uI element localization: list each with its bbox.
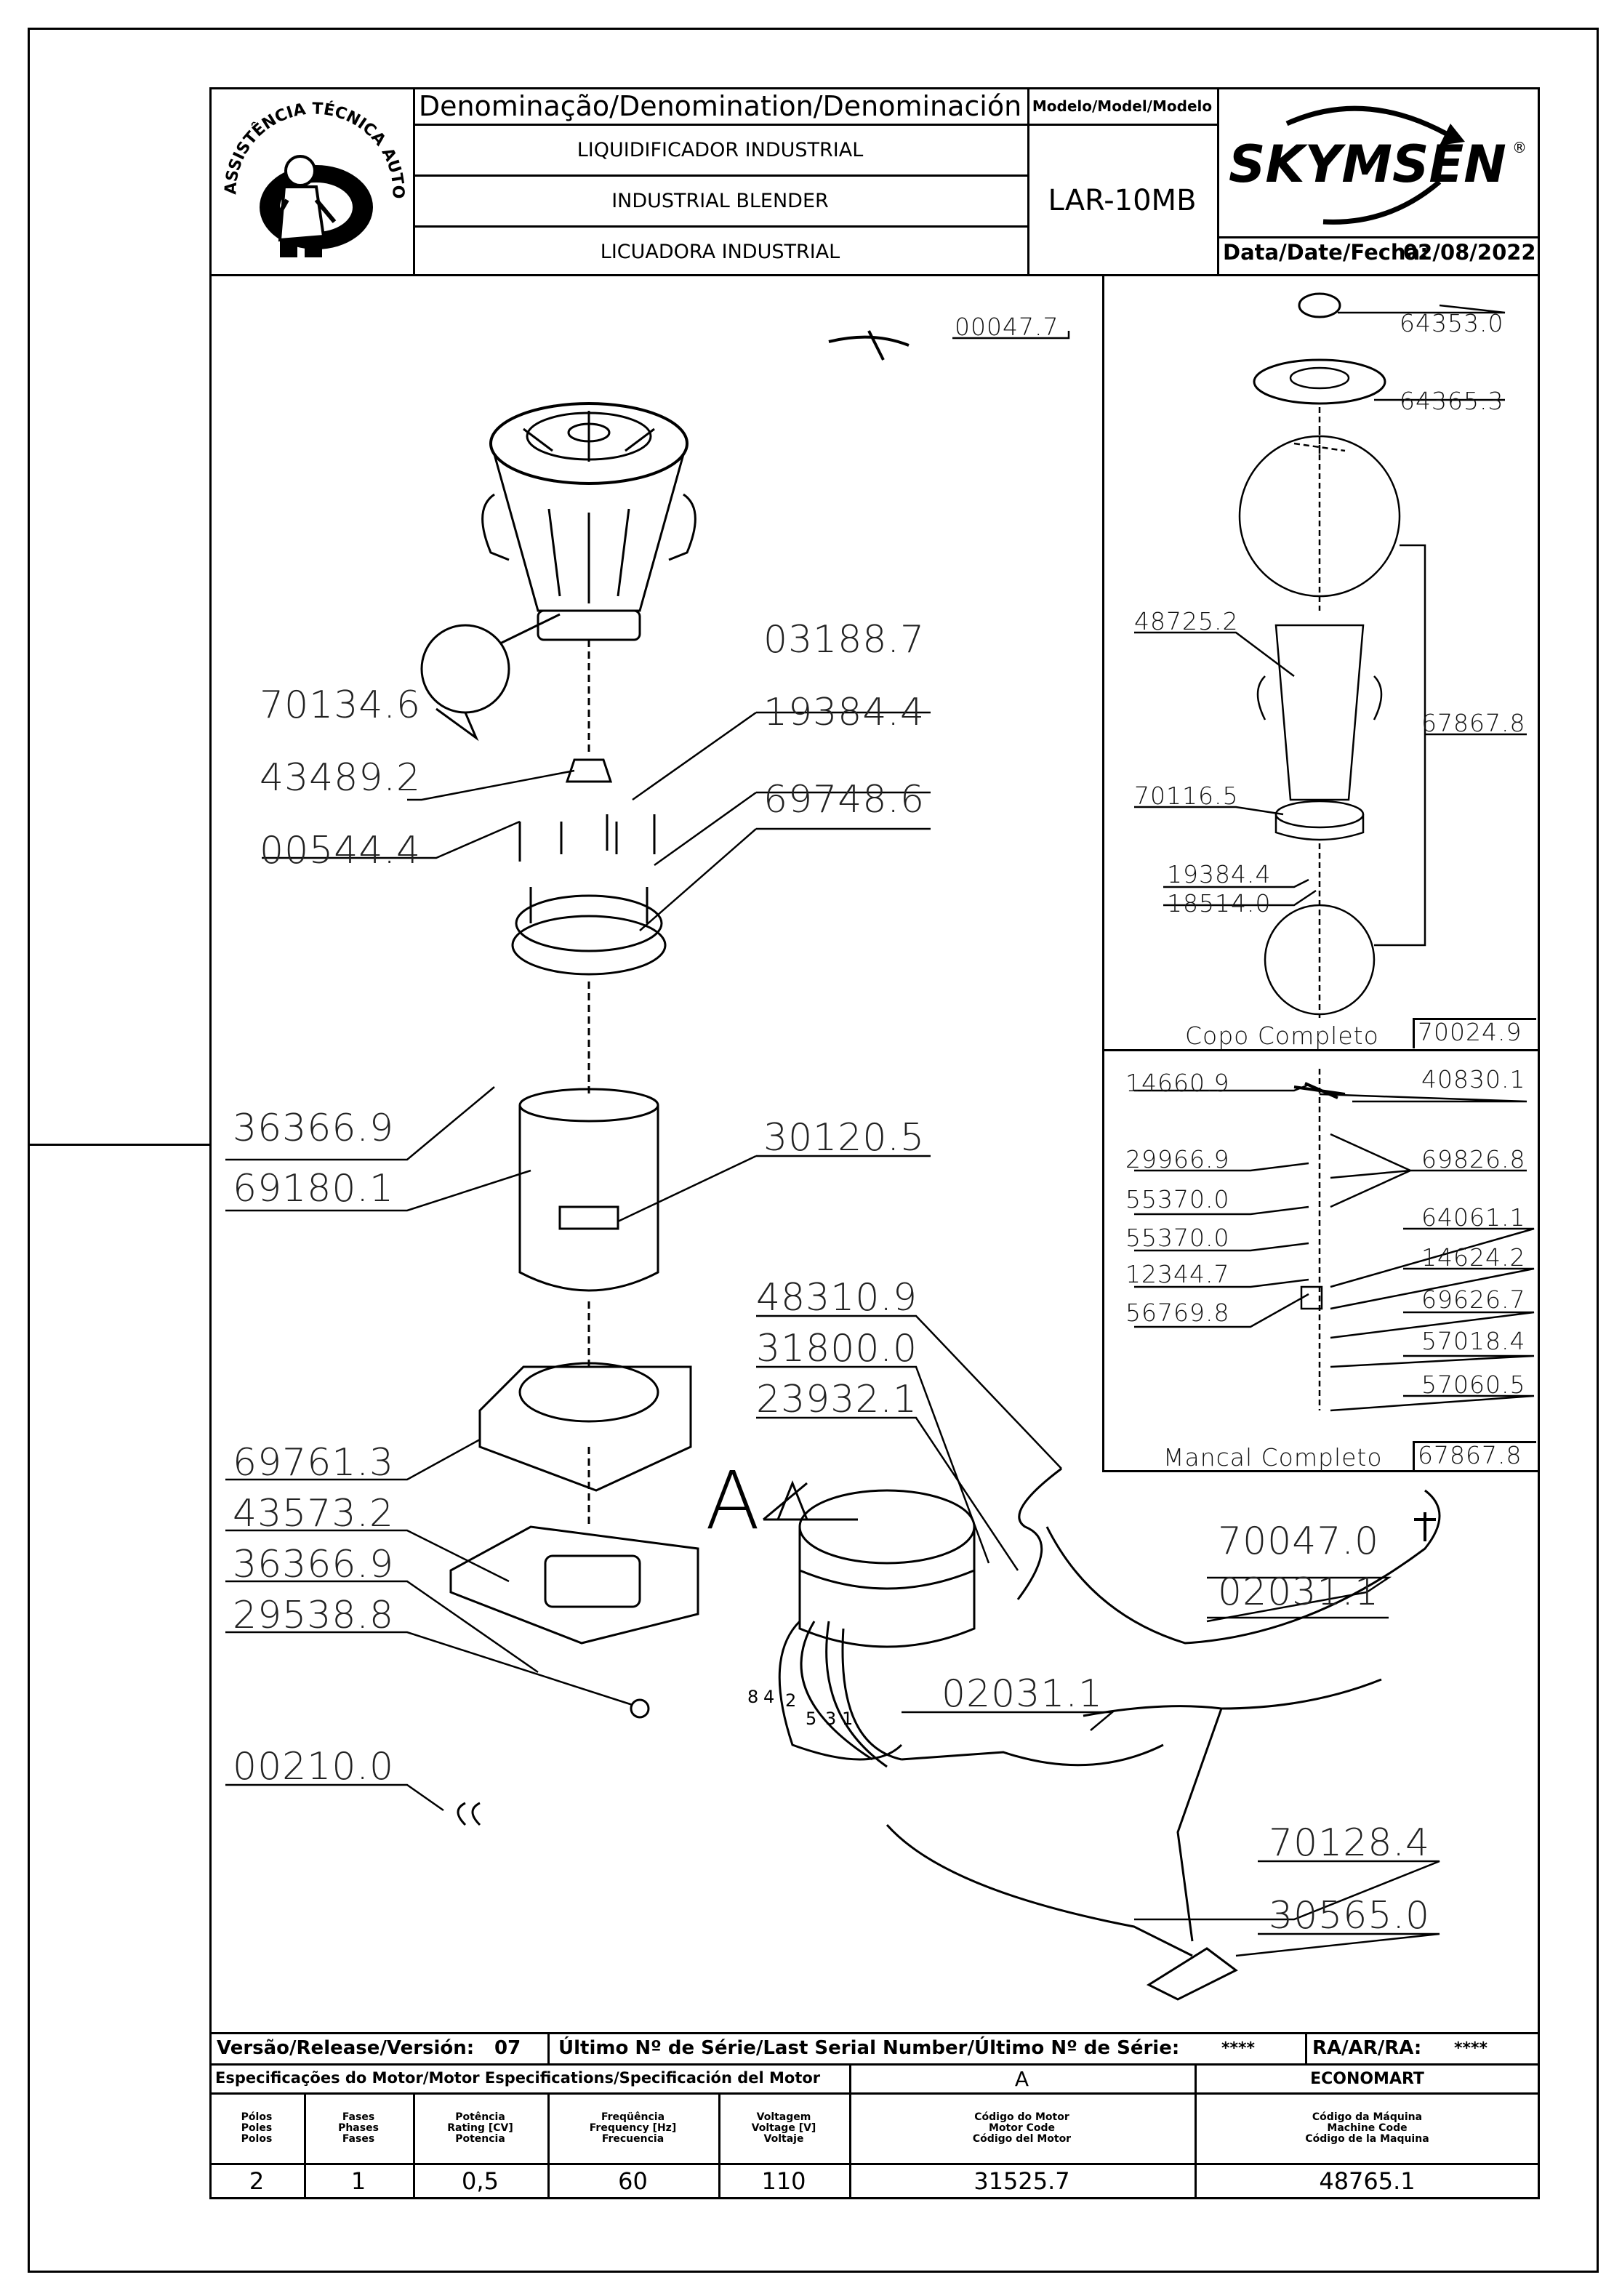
label-70116-5: 70116.5: [1134, 782, 1239, 810]
label-03188-7: 03188.7: [763, 618, 926, 662]
col-poles-label: Pólos Poles Polos: [241, 2111, 273, 2145]
technical-assistance-logo: ASSISTÊNCIA TÉCNICA AUTORIZADA: [214, 91, 411, 273]
label-70047-0: 70047.0: [1218, 1520, 1380, 1563]
cup-assembly-title: Copo Completo: [1185, 1021, 1379, 1050]
margin-tick-line: [28, 1144, 209, 1146]
col-voltage-label: Voltagem Voltage [V] Voltaje: [751, 2111, 816, 2145]
wire-number-3: 3: [825, 1709, 837, 1729]
label-69761-3: 69761.3: [233, 1441, 395, 1485]
col-voltage-value: 110: [761, 2167, 806, 2195]
col-machine-code-label: Código da Máquina Machine Code Código de…: [1305, 2111, 1429, 2145]
label-00544-4: 00544.4: [260, 829, 422, 872]
label-55370-0-b: 55370.0: [1125, 1224, 1230, 1252]
col-frequency-label: Freqüência Frequency [Hz] Frecuencia: [589, 2111, 677, 2145]
brand-name: SKYMSEN: [1229, 135, 1506, 194]
label-70128-4: 70128.4: [1269, 1821, 1431, 1865]
wire-number-8: 8: [747, 1687, 759, 1707]
label-30565-0: 30565.0: [1269, 1894, 1431, 1938]
col-motor-code-value: 31525.7: [973, 2167, 1070, 2195]
col-rating-value: 0,5: [462, 2167, 499, 2195]
label-14624-2: 14624.2: [1421, 1243, 1526, 1272]
motor-letter-cell: A: [1014, 2066, 1029, 2091]
label-43489-2: 43489.2: [260, 756, 422, 800]
label-23932-1: 23932.1: [756, 1378, 918, 1421]
col-machine-code-value: 48765.1: [1319, 2167, 1416, 2195]
ra-value: ****: [1454, 2039, 1488, 2058]
drawing-frame-right: [1538, 276, 1540, 2032]
name-es: LICUADORA INDUSTRIAL: [600, 240, 840, 263]
label-02031-1-b: 02031.1: [942, 1672, 1104, 1716]
date-value: 02/08/2022: [1403, 240, 1536, 265]
label-02031-1-a: 02031.1: [1218, 1570, 1380, 1614]
label-56769-8: 56769.8: [1125, 1298, 1230, 1327]
wire-number-5: 5: [806, 1709, 817, 1729]
label-43573-2: 43573.2: [233, 1492, 395, 1536]
label-48310-9: 48310.9: [756, 1276, 918, 1320]
wire-number-4: 4: [763, 1687, 775, 1707]
label-31800-0: 31800.0: [756, 1327, 918, 1370]
ra-label: RA/AR/RA:: [1312, 2037, 1422, 2059]
version-label: Versão/Release/Versión:: [217, 2037, 475, 2059]
label-69826-8: 69826.8: [1421, 1145, 1526, 1173]
name-en: INDUSTRIAL BLENDER: [611, 189, 829, 212]
col-frequency-value: 60: [618, 2167, 648, 2195]
drawing-sheet: [28, 28, 1599, 2273]
label-36366-9-top: 36366.9: [233, 1107, 395, 1150]
label-18514-0: 18514.0: [1167, 889, 1272, 918]
label-00210-0: 00210.0: [233, 1745, 395, 1789]
label-12344-7: 12344.7: [1125, 1260, 1230, 1288]
label-30120-5: 30120.5: [763, 1116, 926, 1160]
label-00047-7: 00047.7: [955, 313, 1059, 341]
cup-assembly-code-box: [1413, 1018, 1536, 1048]
label-69180-1: 69180.1: [233, 1167, 395, 1211]
label-19384-4: 19384.4: [763, 691, 926, 734]
label-36366-9-bottom: 36366.9: [233, 1543, 395, 1586]
dealer-name: ECONOMART: [1310, 2069, 1424, 2088]
wire-number-2: 2: [785, 1690, 797, 1711]
col-phases-label: Fases Phases Fases: [338, 2111, 379, 2145]
title-block: [209, 87, 1540, 276]
col-rating-label: Potência Rating [CV] Potencia: [447, 2111, 513, 2145]
spec-table: [209, 2032, 1540, 2199]
label-64061-1: 64061.1: [1421, 1203, 1526, 1232]
label-69748-6: 69748.6: [763, 778, 926, 822]
spec-title: Especificações do Motor/Motor Especifica…: [215, 2069, 821, 2087]
label-48725-2: 48725.2: [1134, 607, 1239, 635]
version-value: 07: [494, 2037, 521, 2059]
label-64365-3: 64365.3: [1400, 387, 1504, 415]
label-67867-8-cup: 67867.8: [1421, 709, 1526, 737]
label-64353-0: 64353.0: [1400, 309, 1504, 337]
model-title: Modelo/Model/Modelo: [1032, 97, 1213, 115]
skymsen-logo: SKYMSEN ®: [1221, 95, 1538, 233]
serial-value: ****: [1221, 2039, 1256, 2058]
label-29966-9: 29966.9: [1125, 1145, 1230, 1173]
bearing-assembly-code: 67867.8: [1418, 1441, 1522, 1469]
col-motor-code-label: Código do Motor Motor Code Código del Mo…: [972, 2111, 1072, 2145]
brand-mark: ®: [1512, 139, 1527, 156]
denomination-title: Denominação/Denomination/Denominación: [418, 90, 1022, 122]
motor-letter-a: A: [705, 1454, 761, 1547]
date-label: Data/Date/Fecha:: [1223, 240, 1429, 265]
col-phases-value: 1: [350, 2167, 366, 2195]
label-55370-0-a: 55370.0: [1125, 1185, 1230, 1213]
label-57060-5: 57060.5: [1421, 1370, 1526, 1399]
cup-assembly-code: 70024.9: [1418, 1018, 1522, 1046]
bearing-assembly-title: Mancal Completo: [1163, 1443, 1383, 1472]
label-40830-1: 40830.1: [1421, 1065, 1526, 1093]
label-69626-7: 69626.7: [1421, 1285, 1526, 1314]
wire-number-1: 1: [842, 1709, 854, 1729]
label-19384-4-cup: 19384.4: [1167, 860, 1272, 888]
name-pt: LIQUIDIFICADOR INDUSTRIAL: [577, 138, 864, 161]
model-number: LAR-10MB: [1048, 184, 1197, 217]
serial-label: Último Nº de Série/Last Serial Number/Úl…: [558, 2037, 1180, 2059]
label-14660-9: 14660.9: [1125, 1069, 1230, 1097]
label-57018-4: 57018.4: [1421, 1327, 1526, 1355]
col-poles-value: 2: [249, 2167, 265, 2195]
drawing-frame-left: [209, 276, 212, 2032]
label-29538-8: 29538.8: [233, 1594, 395, 1637]
label-70134-6: 70134.6: [260, 683, 422, 727]
bearing-assembly-code-box: [1413, 1441, 1536, 1470]
